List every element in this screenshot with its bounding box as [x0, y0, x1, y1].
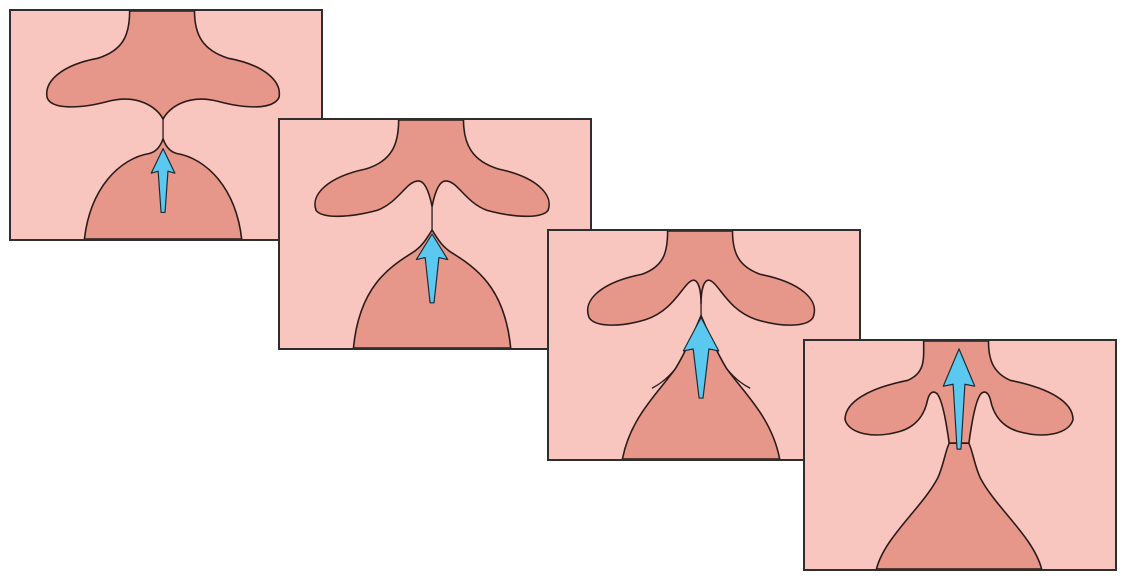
stage-1-illustration — [11, 11, 321, 239]
stage-2-panel — [278, 118, 592, 350]
upper-tract-shape — [315, 120, 549, 216]
upper-tract-shape — [47, 11, 280, 119]
stage-2-illustration — [280, 120, 590, 348]
stage-4-illustration — [805, 341, 1115, 569]
stage-4-panel — [803, 339, 1117, 571]
stage-1-panel — [9, 9, 323, 241]
trachea-shape — [876, 443, 1041, 569]
